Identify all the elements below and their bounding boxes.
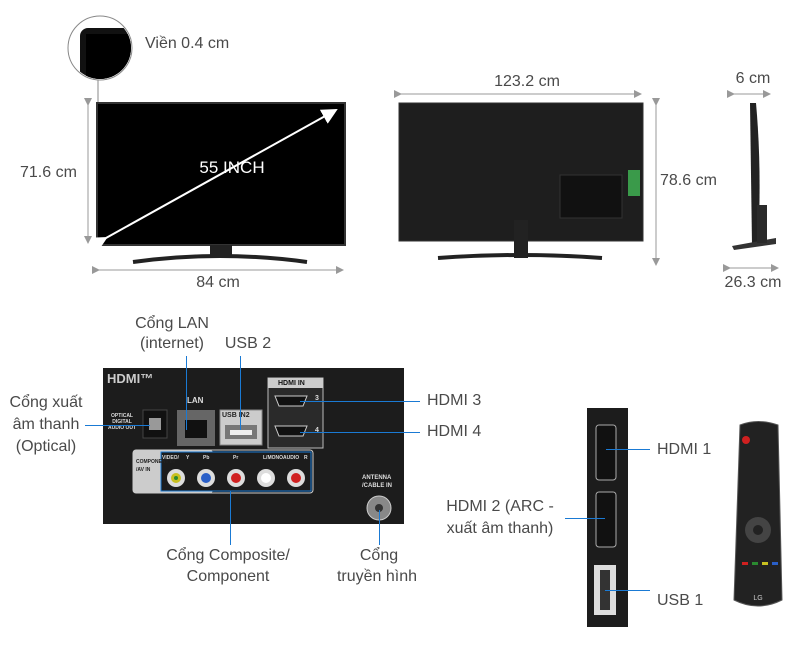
av-in-line: /AV IN [136, 467, 151, 473]
y-text: Y [186, 455, 190, 461]
usb1-callout-line [605, 590, 650, 591]
composite-label-2: Component [186, 568, 270, 585]
hdmi-3-text: 3 [315, 395, 319, 402]
av-in-line: COMPONENT IN [136, 459, 175, 465]
side-tv [732, 103, 776, 250]
front-width-label: 84 cm [196, 274, 240, 291]
back-tv [398, 102, 644, 260]
antenna-line: /CABLE IN [362, 483, 392, 489]
rear-port-panel [103, 368, 404, 524]
lan-port-text: LAN [187, 396, 204, 405]
usb2-label: USB 2 [224, 335, 272, 352]
hdmi2-callout-line [565, 518, 605, 519]
composite-label-1: Cổng Composite/ [166, 547, 290, 564]
l-mono-text: L/MONO [263, 455, 283, 461]
av-in-text: COMPONENT IN/AV IN [136, 458, 175, 474]
hdmi2-label-1: HDMI 2 (ARC - [446, 498, 554, 515]
hdmi1-label: HDMI 1 [657, 441, 712, 458]
antenna-text: ANTENNA/CABLE IN [362, 474, 392, 490]
back-width-label: 123.2 cm [494, 73, 560, 90]
antenna-line: ANTENNA [362, 475, 392, 481]
r-text: R [304, 455, 308, 461]
side-depth-top-label: 6 cm [735, 70, 771, 87]
remote-control-illustration: LG [733, 421, 783, 607]
pb-text: Pb [203, 455, 210, 461]
hdmi-4-text: 4 [315, 427, 319, 434]
optical-label-2: âm thanh [12, 416, 80, 433]
usb2-callout-line [240, 356, 241, 430]
back-height-label: 78.6 cm [660, 172, 717, 189]
front-height-label: 71.6 cm [20, 164, 77, 181]
hdmi4-label: HDMI 4 [427, 423, 482, 440]
composite-callout-line [230, 491, 231, 545]
pr-text: Pr [233, 455, 239, 461]
bezel-label: Viền 0.4 cm [145, 35, 230, 52]
svg-text:LG: LG [753, 595, 762, 602]
bezel-zoom [67, 15, 133, 103]
hdmi1-callout-line [606, 449, 650, 450]
diagonal-label: 55 INCH [199, 158, 265, 177]
side-depth-stand-label: 26.3 cm [724, 274, 782, 291]
lan-label: Cổng LAN [135, 315, 209, 332]
antenna-label-1: Cổng [359, 547, 399, 564]
optical-text-line: DIGITAL [112, 419, 132, 425]
optical-label-3: (Optical) [15, 438, 77, 455]
hdmi-in-text: HDMI IN [278, 380, 305, 387]
hdmi2-label-2: xuất âm thanh) [446, 520, 554, 537]
audio-text: AUDIO [283, 455, 300, 461]
usb-in2-text: USB IN2 [222, 412, 250, 419]
optical-callout-line [85, 425, 150, 426]
hdmi4-callout-line [300, 432, 420, 433]
video-text: VIDEO/ [162, 455, 179, 461]
hdmi3-label: HDMI 3 [427, 392, 482, 409]
hdmi-logo: HDMI™ [107, 371, 154, 386]
antenna-callout-line [379, 510, 380, 545]
antenna-label-2: truyền hình [336, 568, 418, 585]
front-tv [89, 102, 346, 264]
hdmi3-callout-line [300, 401, 420, 402]
optical-text-line: AUDIO OUT [108, 425, 137, 431]
optical-text-line: OPTICAL [111, 413, 133, 419]
lan-label-sub: (internet) [139, 335, 205, 352]
optical-label-1: Cổng xuất [9, 394, 83, 411]
lan-callout-line [186, 356, 187, 430]
usb1-label: USB 1 [657, 592, 704, 609]
